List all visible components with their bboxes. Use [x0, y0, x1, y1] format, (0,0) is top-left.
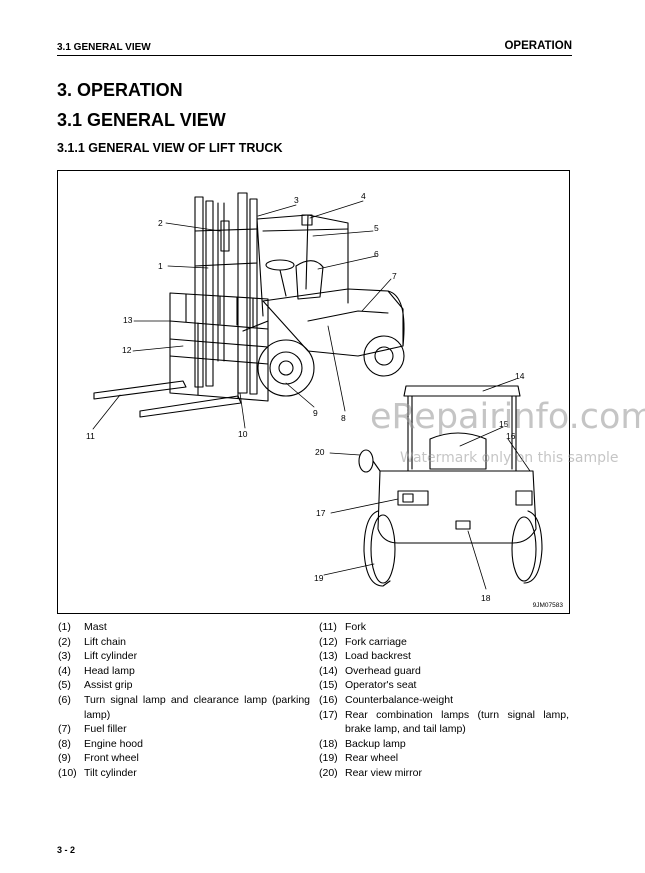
item-number: (19) [319, 752, 338, 765]
list-item: (16) Counterbalance-weight [319, 693, 569, 708]
list-item: (14) Overhead guard [319, 664, 569, 679]
list-item: (17) Rear combination lamps (turn signal … [319, 708, 569, 737]
item-number: (5) [58, 679, 71, 692]
callout-6: 6 [374, 249, 379, 259]
item-number: (13) [319, 650, 338, 663]
item-number: (10) [58, 766, 77, 779]
item-name: Lift cylinder [84, 650, 138, 663]
item-name: Fork carriage [345, 635, 407, 648]
item-number: (3) [58, 650, 71, 663]
list-item: (18) Backup lamp [319, 737, 569, 752]
item-number: (8) [58, 737, 71, 750]
callout-8: 8 [341, 413, 346, 423]
list-item: (12) Fork carriage [319, 635, 569, 650]
list-item: (11) Fork [319, 620, 569, 635]
callout-18: 18 [481, 593, 491, 603]
item-number: (7) [58, 723, 71, 736]
item-name: Backup lamp [345, 737, 406, 750]
callout-9: 9 [313, 408, 318, 418]
running-header-chapter: OPERATION [504, 40, 572, 52]
list-item: (13) Load backrest [319, 649, 569, 664]
parts-list-right: (11) Fork (12) Fork carriage (13) Load back… [319, 620, 569, 781]
callout-2: 2 [158, 218, 163, 228]
item-name: Front wheel [84, 752, 139, 765]
chapter-title: 3. OPERATION [57, 80, 183, 100]
item-name: Lift chain [84, 635, 127, 648]
item-name: Head lamp [84, 664, 135, 677]
list-item: (19) Rear wheel [319, 751, 569, 766]
item-number: (18) [319, 737, 338, 750]
callout-17: 17 [316, 508, 326, 518]
callout-3: 3 [294, 195, 299, 205]
list-item: (15) Operator's seat [319, 678, 569, 693]
item-name: Tilt cylinder [84, 766, 137, 779]
lift-truck-illustration: 1 2 3 4 5 6 7 8 9 10 11 12 13 14 15 16 1… [86, 191, 543, 603]
item-number: (20) [319, 766, 338, 779]
watermark-subtext: Watermark only on this sample [400, 450, 619, 466]
item-number: (1) [58, 621, 71, 633]
list-item: (7) Fuel filler [58, 722, 310, 737]
item-number: (2) [58, 635, 71, 648]
item-name: Fork [345, 621, 366, 633]
item-number: (15) [319, 679, 338, 692]
callout-7: 7 [392, 271, 397, 281]
callout-12: 12 [122, 345, 132, 355]
callout-19: 19 [314, 573, 324, 583]
list-item: (9) Front wheel [58, 751, 310, 766]
subsection-title: 3.1.1 GENERAL VIEW OF LIFT TRUCK [57, 141, 283, 155]
callout-5: 5 [374, 223, 379, 233]
callout-14: 14 [515, 371, 525, 381]
list-item: (8) Engine hood [58, 737, 310, 752]
item-name: Rear view mirror [345, 766, 423, 779]
lift-truck-figure: 1 2 3 4 5 6 7 8 9 10 11 12 13 14 15 16 1… [57, 170, 645, 614]
callout-numbers: 1 2 3 4 5 6 7 8 9 10 11 12 13 14 15 16 1… [86, 191, 525, 603]
item-name: Load backrest [345, 650, 411, 663]
front-truck-drawing [93, 192, 405, 418]
list-item: (6) Turn signal lamp and clearance lamp (… [58, 693, 310, 722]
item-number: (17) [319, 708, 338, 721]
callout-10: 10 [238, 429, 248, 439]
callout-1: 1 [158, 261, 163, 271]
callout-11: 11 [86, 431, 95, 441]
callout-4: 4 [361, 191, 366, 201]
callout-13: 13 [123, 315, 133, 325]
item-number: (12) [319, 635, 338, 648]
item-number: (14) [319, 664, 338, 677]
section-title: 3.1 GENERAL VIEW [57, 110, 226, 130]
list-item: (5) Assist grip [58, 678, 310, 693]
figure-code: 9JM07583 [532, 602, 563, 609]
callout-16: 16 [506, 431, 516, 441]
list-item: (10) Tilt cylinder [58, 766, 310, 781]
rear-truck-drawing [358, 385, 543, 587]
callout-leaders [92, 200, 531, 590]
item-name: Mast [84, 621, 107, 633]
list-item: (3) Lift cylinder [58, 649, 310, 664]
item-name: Rear combination lamps (turn signal lamp… [345, 708, 569, 736]
item-number: (11) [319, 621, 337, 633]
item-name: Assist grip [84, 679, 133, 692]
callout-20: 20 [315, 447, 325, 457]
list-item: (2) Lift chain [58, 635, 310, 650]
page-number: 3 - 2 [57, 845, 76, 855]
watermark-text: eRepairinfo.com [370, 397, 645, 437]
item-number: (6) [58, 693, 71, 706]
callout-15: 15 [499, 419, 509, 429]
item-name: Operator's seat [345, 679, 417, 692]
list-item: (20) Rear view mirror [319, 766, 569, 781]
item-name: Turn signal lamp and clearance lamp (par… [84, 693, 310, 721]
list-item: (4) Head lamp [58, 664, 310, 679]
item-name: Rear wheel [345, 752, 399, 765]
list-item: (1) Mast [58, 620, 310, 635]
item-number: (16) [319, 693, 338, 706]
running-header-section: 3.1 GENERAL VIEW [57, 42, 151, 53]
item-name: Engine hood [84, 737, 143, 750]
item-name: Fuel filler [84, 723, 127, 736]
item-number: (9) [58, 752, 71, 765]
item-name: Overhead guard [345, 664, 421, 677]
parts-list-left: (1) Mast (2) Lift chain (3) Lift cylinder (… [58, 620, 310, 781]
header-rule [57, 55, 572, 56]
item-name: Counterbalance-weight [345, 693, 453, 706]
item-number: (4) [58, 664, 71, 677]
